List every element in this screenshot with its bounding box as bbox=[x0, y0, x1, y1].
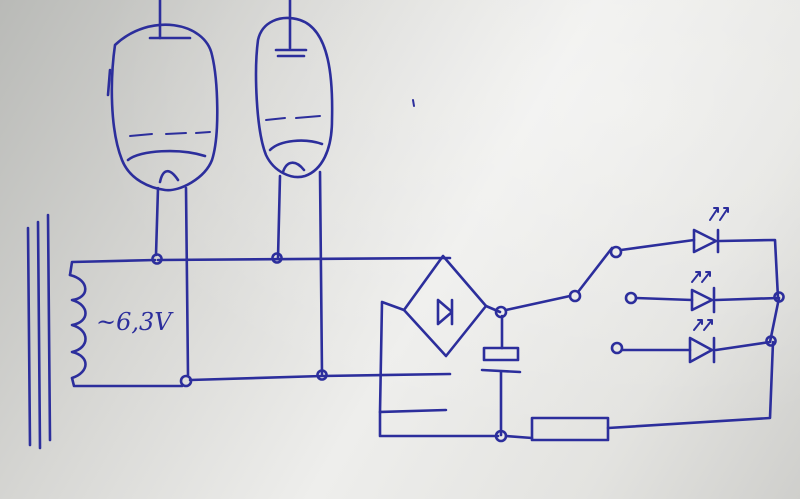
led-2 bbox=[634, 271, 785, 314]
junction-dot bbox=[151, 253, 163, 265]
vacuum-tube-right bbox=[254, 0, 334, 376]
junction-dot bbox=[179, 374, 193, 388]
stray-mark bbox=[412, 99, 415, 107]
led-3 bbox=[620, 296, 781, 364]
heater-rails bbox=[151, 252, 452, 388]
selector-switch bbox=[504, 245, 638, 355]
filter-capacitor bbox=[480, 305, 522, 443]
secondary-voltage-label: ~6,3V bbox=[96, 308, 174, 336]
bridge-rectifier bbox=[378, 254, 502, 414]
junction-dot bbox=[316, 369, 328, 381]
junction-dot bbox=[271, 252, 283, 264]
transformer-core bbox=[26, 213, 52, 450]
transformer-secondary-winding: ~6,3V bbox=[68, 258, 184, 388]
junction-dot bbox=[494, 305, 508, 319]
vacuum-tube-left bbox=[106, 0, 219, 377]
return-line bbox=[378, 340, 775, 442]
switch-contact bbox=[610, 341, 624, 355]
series-resistor bbox=[530, 416, 610, 442]
led-1 bbox=[619, 207, 780, 300]
switch-contact bbox=[624, 291, 638, 305]
switch-pivot bbox=[568, 289, 582, 303]
junction-dot bbox=[765, 335, 777, 347]
switch-contact bbox=[609, 245, 623, 259]
